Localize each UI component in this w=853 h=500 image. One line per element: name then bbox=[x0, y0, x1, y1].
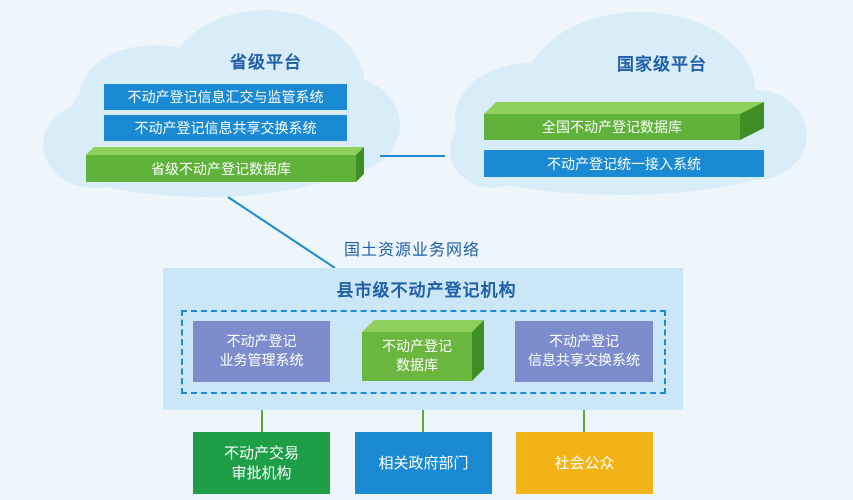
consumer-public: 社会公众 bbox=[516, 432, 653, 494]
county-database-front: 不动产登记 数据库 bbox=[362, 332, 472, 381]
provincial-database-side bbox=[356, 147, 364, 182]
provincial-database-top bbox=[86, 147, 364, 155]
provincial-database: 省级不动产登记数据库 bbox=[86, 145, 364, 182]
provincial-database-label: 省级不动产登记数据库 bbox=[151, 161, 291, 178]
provincial-summary-label: 不动产登记信息汇交与监管系统 bbox=[127, 90, 324, 106]
provincial-share-system: 不动产登记信息共享交换系统 bbox=[104, 115, 347, 141]
county-database: 不动产登记 数据库 bbox=[362, 320, 484, 381]
county-database-side bbox=[472, 320, 484, 381]
national-title: 国家级平台 bbox=[617, 55, 707, 75]
national-database: 全国不动产登记数据库 bbox=[484, 102, 764, 140]
network-link-line bbox=[227, 196, 336, 269]
consumer-transaction-agency: 不动产交易 审批机构 bbox=[193, 432, 330, 494]
county-database-top bbox=[362, 320, 484, 332]
national-database-label: 全国不动产登记数据库 bbox=[542, 120, 682, 136]
connector-line-2 bbox=[422, 410, 424, 432]
county-business-system: 不动产登记 业务管理系统 bbox=[193, 321, 330, 382]
county-dashed-group bbox=[181, 310, 666, 394]
connector-line-3 bbox=[583, 410, 585, 432]
county-database-label: 不动产登记 数据库 bbox=[382, 338, 452, 374]
consumer-government-label: 相关政府部门 bbox=[378, 454, 469, 472]
national-access-system: 不动产登记统一接入系统 bbox=[484, 150, 764, 177]
provincial-summary-system: 不动产登记信息汇交与监管系统 bbox=[104, 84, 347, 110]
consumer-government-departments: 相关政府部门 bbox=[355, 432, 492, 494]
provincial-title: 省级平台 bbox=[230, 53, 302, 73]
connector-line-1 bbox=[261, 410, 263, 432]
county-title: 县市级不动产登记机构 bbox=[336, 281, 517, 301]
consumer-public-label: 社会公众 bbox=[554, 454, 615, 472]
county-share-system: 不动产登记 信息共享交换系统 bbox=[515, 321, 653, 382]
provincial-share-label: 不动产登记信息共享交换系统 bbox=[134, 121, 317, 137]
national-access-label: 不动产登记统一接入系统 bbox=[547, 156, 701, 173]
national-database-top bbox=[484, 102, 764, 114]
county-business-label: 不动产登记 业务管理系统 bbox=[219, 333, 304, 369]
network-label: 国土资源业务网络 bbox=[344, 240, 481, 259]
county-share-label: 不动产登记 信息共享交换系统 bbox=[528, 333, 640, 369]
consumer-transaction-label: 不动产交易 审批机构 bbox=[223, 444, 299, 482]
national-database-front: 全国不动产登记数据库 bbox=[484, 114, 740, 140]
provincial-database-front: 省级不动产登记数据库 bbox=[86, 155, 356, 182]
